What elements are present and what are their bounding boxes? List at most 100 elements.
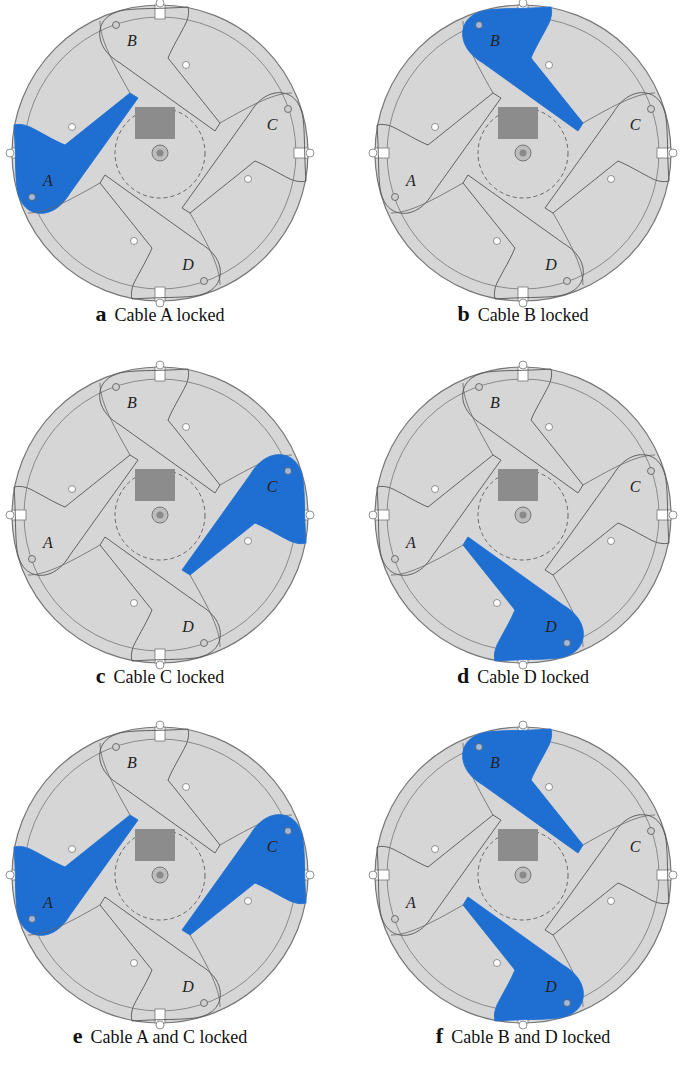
rim-hole bbox=[669, 871, 677, 879]
hole bbox=[432, 846, 439, 853]
pivot-hole bbox=[476, 744, 483, 751]
hole bbox=[608, 538, 615, 545]
hole bbox=[245, 538, 252, 545]
hook bbox=[100, 537, 220, 661]
part-label: A bbox=[43, 895, 53, 911]
rim-hole bbox=[669, 511, 677, 519]
hook bbox=[100, 897, 220, 1021]
hook-group bbox=[391, 175, 583, 307]
hole bbox=[494, 600, 501, 607]
hole bbox=[608, 176, 615, 183]
caption-text: Cable D locked bbox=[477, 667, 589, 688]
part-label: C bbox=[630, 117, 641, 133]
flexure bbox=[100, 743, 130, 815]
hook bbox=[545, 455, 669, 575]
hub bbox=[115, 108, 205, 198]
flexure bbox=[583, 815, 655, 845]
hook bbox=[545, 93, 669, 213]
block bbox=[135, 107, 175, 139]
disc-outer bbox=[375, 367, 671, 663]
rim-hole bbox=[369, 149, 377, 157]
rim-hole bbox=[156, 721, 164, 729]
part-label: A bbox=[43, 173, 53, 189]
panel-letter: d bbox=[457, 663, 469, 689]
hub bbox=[115, 470, 205, 560]
hole bbox=[608, 898, 615, 905]
hook bbox=[14, 93, 138, 213]
hub bbox=[478, 470, 568, 560]
rim-hole bbox=[519, 0, 527, 7]
hole bbox=[131, 600, 138, 607]
hole bbox=[494, 238, 501, 245]
part-label: D bbox=[545, 257, 557, 273]
hook-group bbox=[182, 455, 314, 647]
hook bbox=[14, 455, 138, 575]
hole bbox=[131, 238, 138, 245]
panel-caption: eCable A and C locked bbox=[73, 1023, 248, 1049]
hole bbox=[183, 62, 190, 69]
hook-group bbox=[545, 93, 677, 285]
part-label: D bbox=[545, 619, 557, 635]
caption-text: Cable A locked bbox=[115, 305, 225, 326]
pivot-hole bbox=[29, 194, 36, 201]
rim-hole bbox=[6, 871, 14, 879]
hook bbox=[182, 93, 306, 213]
flexure bbox=[190, 575, 220, 647]
axle bbox=[152, 507, 168, 523]
hub bbox=[478, 830, 568, 920]
panel-letter: a bbox=[96, 301, 107, 327]
panel-letter: f bbox=[436, 1023, 443, 1049]
axle bbox=[515, 145, 531, 161]
hook bbox=[463, 175, 583, 299]
flexure bbox=[190, 213, 220, 285]
part-label: B bbox=[127, 395, 137, 411]
rim-hole bbox=[369, 871, 377, 879]
hole bbox=[69, 124, 76, 131]
part-label: D bbox=[182, 619, 194, 635]
hook-group bbox=[100, 0, 292, 131]
hole bbox=[131, 960, 138, 967]
hole bbox=[183, 784, 190, 791]
pivot-hole bbox=[476, 22, 483, 29]
block bbox=[498, 469, 538, 501]
panel-caption: cCable C locked bbox=[96, 663, 225, 689]
hole bbox=[546, 784, 553, 791]
axle-core bbox=[520, 512, 527, 519]
flexure bbox=[391, 183, 463, 213]
rim-hole bbox=[519, 361, 527, 369]
disc-outer bbox=[375, 727, 671, 1023]
block bbox=[135, 829, 175, 861]
pivot-hole bbox=[648, 468, 655, 475]
part-label: C bbox=[630, 479, 641, 495]
hole bbox=[69, 846, 76, 853]
caption-text: Cable B and D locked bbox=[451, 1027, 610, 1048]
pivot-hole bbox=[113, 22, 120, 29]
hole bbox=[546, 62, 553, 69]
part-label: D bbox=[182, 979, 194, 995]
pivot-hole bbox=[392, 556, 399, 563]
caption-text: Cable C locked bbox=[113, 667, 224, 688]
pivot-hole bbox=[285, 828, 292, 835]
rim-hole bbox=[156, 0, 164, 7]
hole bbox=[432, 486, 439, 493]
axle bbox=[152, 867, 168, 883]
part-label: D bbox=[545, 979, 557, 995]
rim-hole bbox=[306, 511, 314, 519]
pivot-hole bbox=[476, 384, 483, 391]
pivot-hole bbox=[564, 640, 571, 647]
block bbox=[498, 107, 538, 139]
part-label: C bbox=[267, 117, 278, 133]
pivot-hole bbox=[113, 384, 120, 391]
panel-caption: d Cable D locked bbox=[457, 663, 589, 689]
pivot-hole bbox=[648, 106, 655, 113]
axle-core bbox=[520, 150, 527, 157]
axle-core bbox=[157, 872, 164, 879]
axle bbox=[515, 867, 531, 883]
block bbox=[498, 829, 538, 861]
pivot-hole bbox=[648, 828, 655, 835]
flexure bbox=[100, 21, 130, 93]
pivot-hole bbox=[392, 194, 399, 201]
flexure bbox=[463, 383, 493, 455]
pivot-hole bbox=[201, 640, 208, 647]
